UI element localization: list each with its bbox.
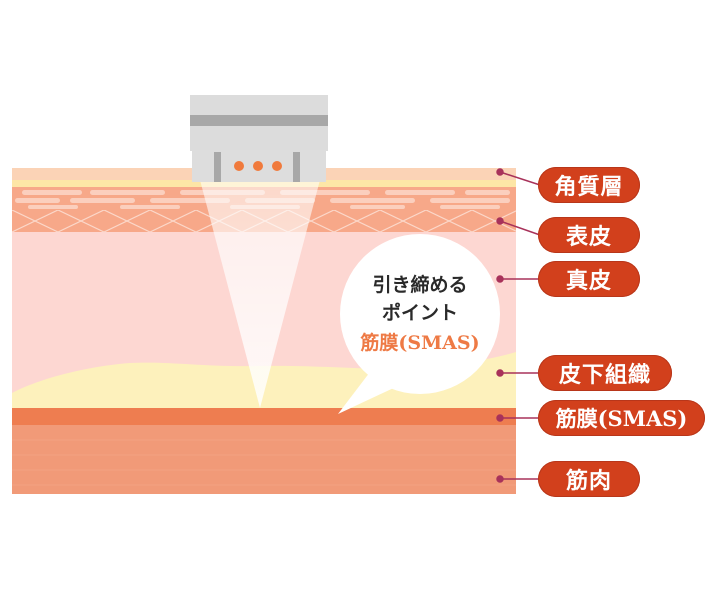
label-stratum-corneum: 角質層 [538,167,640,203]
emitter-dot-icon [253,161,263,171]
bubble-line-2: ポイント [381,302,458,324]
label-dermis: 真皮 [538,261,640,297]
layer-muscle [12,425,516,494]
leader-lines [496,168,541,483]
bubble-line-1: 引き締める [372,274,468,296]
layer-smas [12,408,516,425]
callout-bubble [338,234,500,414]
label-epidermis: 表皮 [538,217,640,253]
emitter-dot-icon [272,161,282,171]
ultrasound-beam [200,180,320,408]
hifu-device [190,95,328,182]
bubble-line-3: 筋膜(SMAS) [360,332,480,354]
emitter-dot-icon [234,161,244,171]
label-subcutaneous: 皮下組織 [538,355,672,391]
label-muscle: 筋肉 [538,461,640,497]
label-smas: 筋膜(SMAS) [538,400,705,436]
